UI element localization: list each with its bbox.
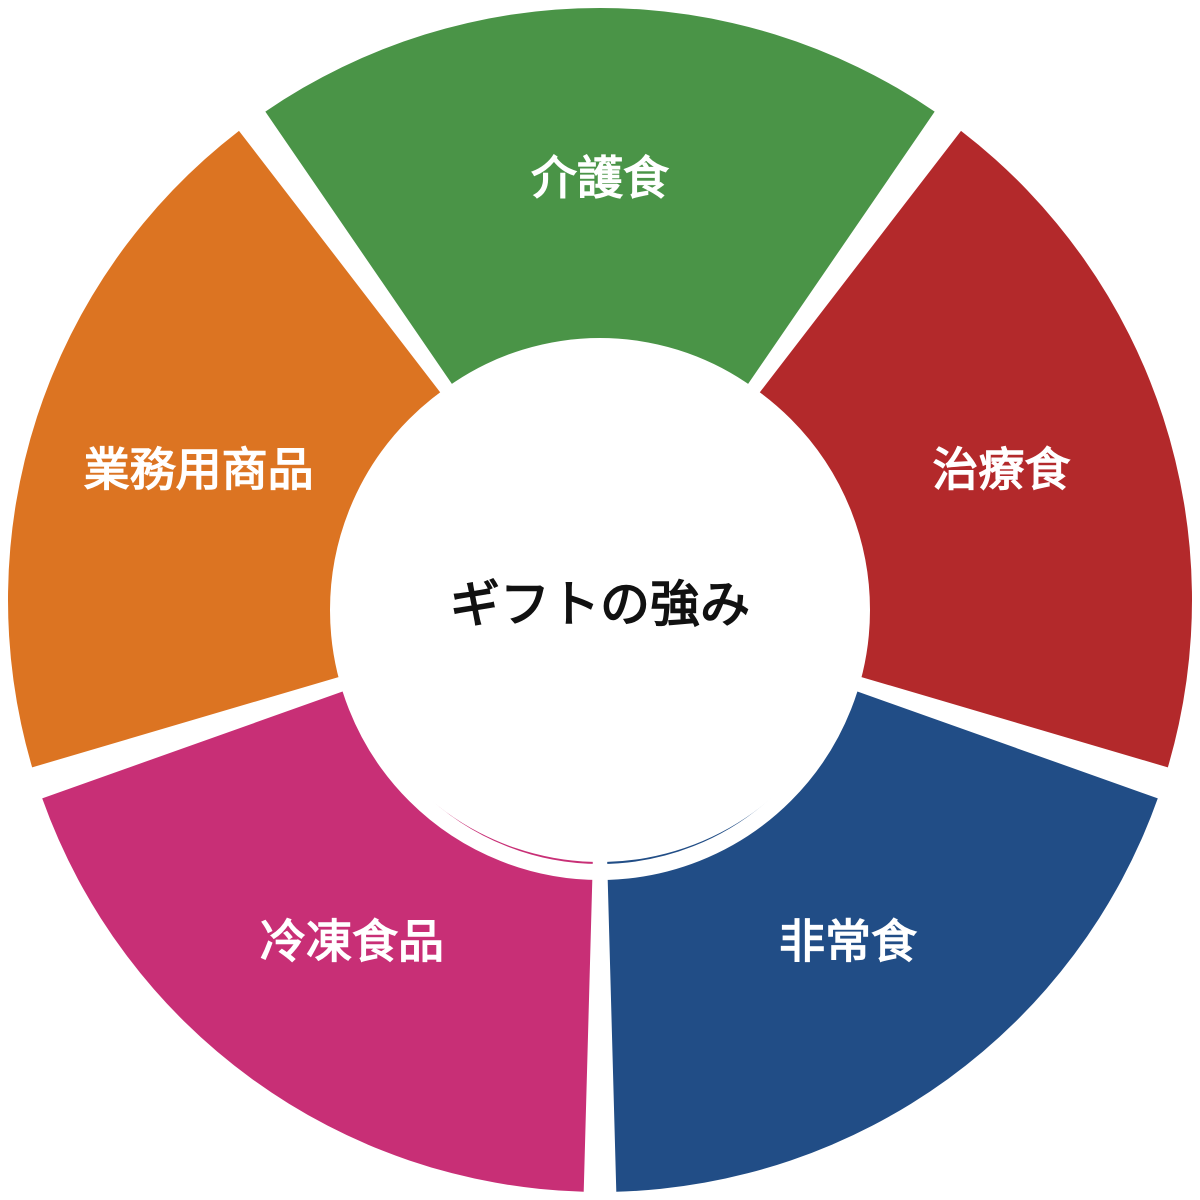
segment-label-frozen-food: 冷凍食品 [260,914,444,968]
ring-separator [330,340,870,880]
segment-label-therapeutic-food: 治療食 [932,443,1071,497]
segment-frozen-food [42,687,593,1192]
segment-label-emergency-food: 非常食 [779,914,918,968]
segment-care-food [265,8,935,384]
segment-label-commercial-products: 業務用商品 [84,443,314,497]
segment-label-care-food: 介護食 [531,151,670,205]
segment-emergency-food [607,687,1158,1192]
segment-layer [7,8,1192,1192]
segment-label-layer: 介護食 治療食 非常食 冷凍食品 業務用商品 [84,151,1072,968]
center-circle [352,362,848,858]
center-title: ギフトの強み [450,575,750,634]
